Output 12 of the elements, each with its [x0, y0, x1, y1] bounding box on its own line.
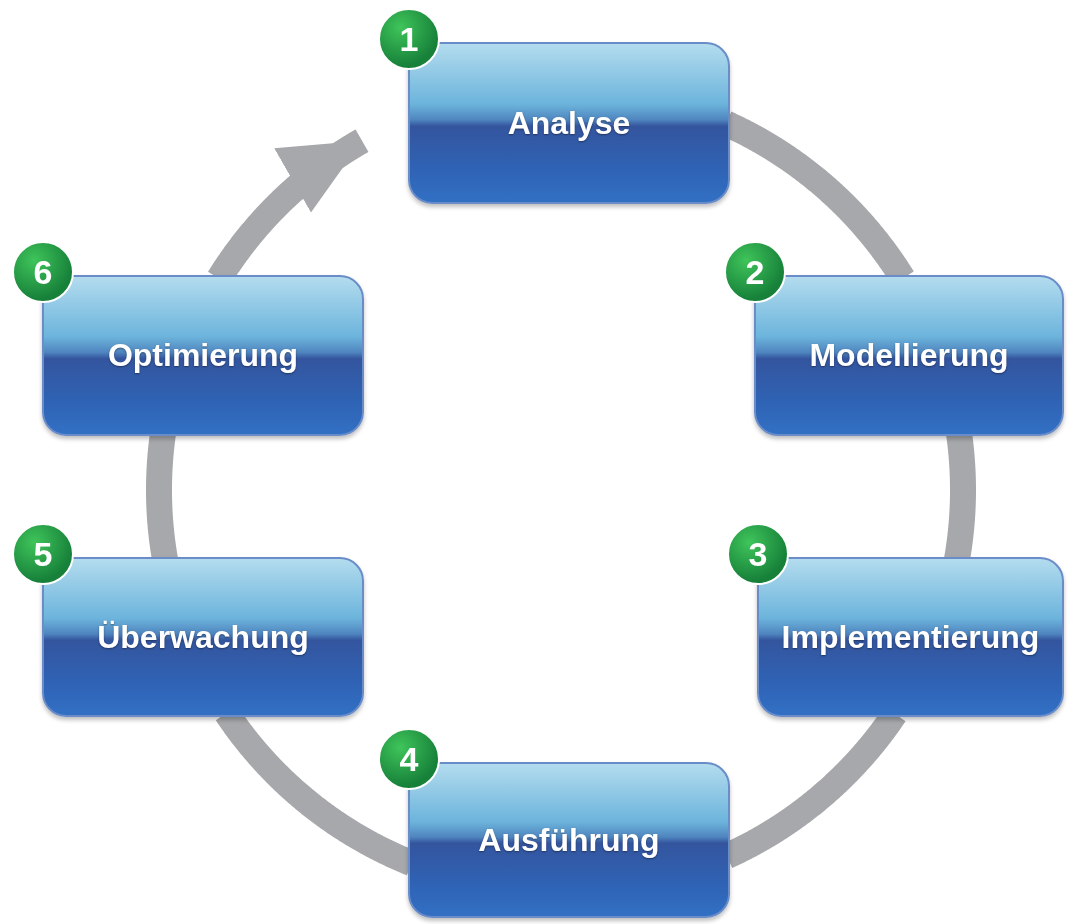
- step-number-badge: 4: [378, 728, 440, 790]
- step-number-badge: 5: [12, 523, 74, 585]
- step-label: Ausführung: [478, 821, 660, 859]
- step-number-badge: 1: [378, 8, 440, 70]
- step-label: Analyse: [507, 104, 631, 142]
- step-number-badge: 6: [12, 241, 74, 303]
- step-number-badge: 3: [727, 523, 789, 585]
- step-label: Überwachung: [97, 618, 309, 656]
- step-label: Modellierung: [809, 337, 1009, 374]
- step-number-badge: 2: [724, 241, 786, 303]
- step-label: Optimierung: [107, 337, 299, 374]
- step-label: Implementierung: [781, 618, 1040, 656]
